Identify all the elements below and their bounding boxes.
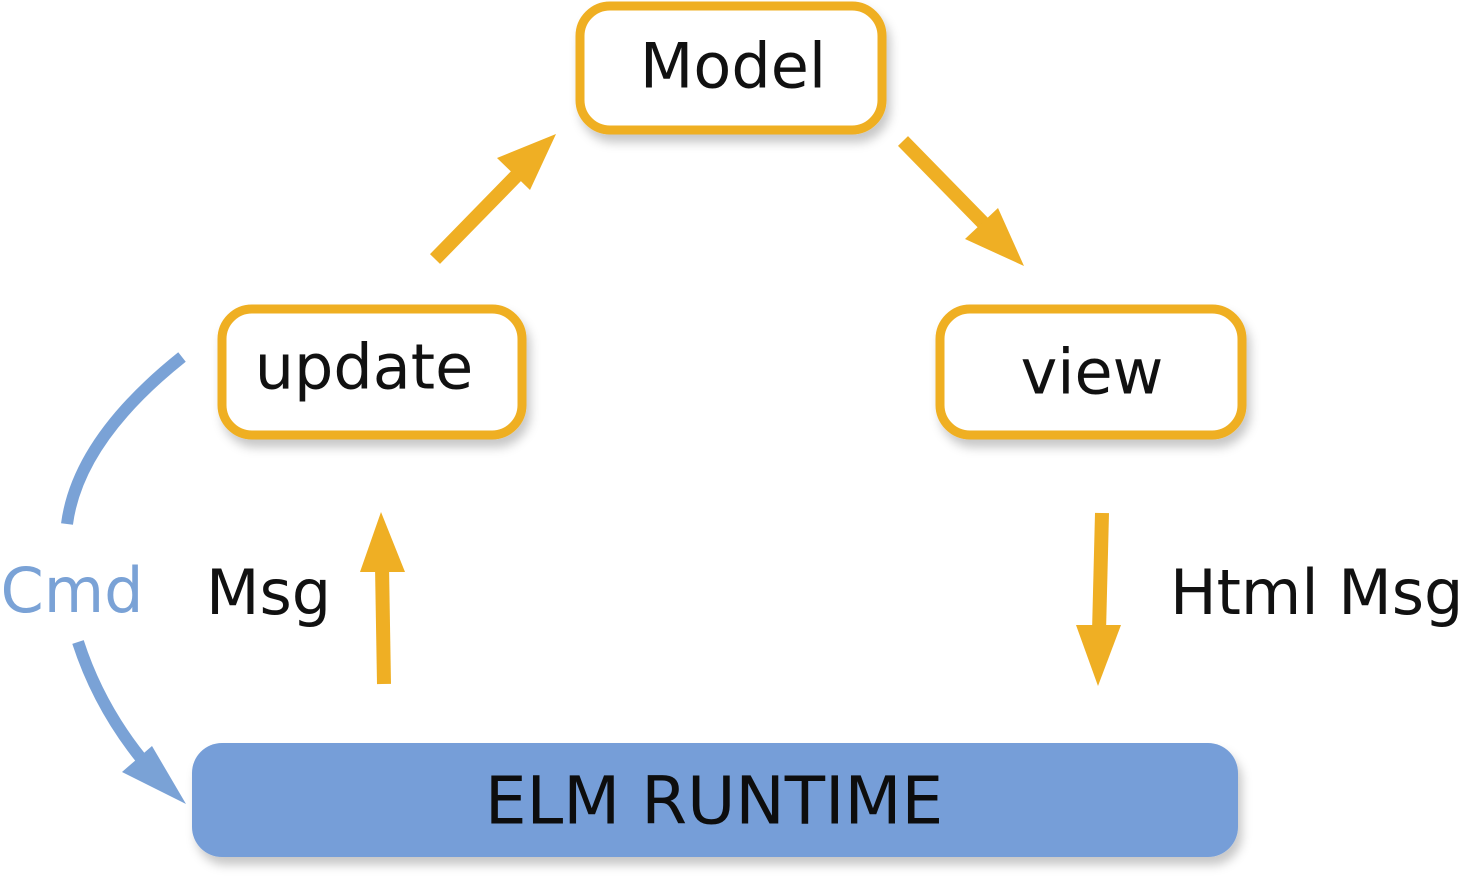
- html-msg-label: Html Msg: [1170, 556, 1463, 629]
- cmd-label: Cmd: [0, 554, 143, 627]
- msg-label: Msg: [206, 556, 331, 629]
- elm-runtime-bar: [192, 743, 1238, 857]
- view-node: [935, 304, 1247, 440]
- view-to-runtime-arrow: [1076, 512, 1121, 686]
- update-node: [217, 304, 527, 440]
- model-to-view-arrow: [897, 136, 1024, 266]
- runtime-label: ELM RUNTIME: [485, 763, 943, 840]
- runtime-to-update-arrow: [360, 512, 405, 685]
- cmd-arc-arrow: [61, 352, 186, 804]
- update-to-model-arrow: [429, 134, 556, 264]
- update-label: update: [255, 331, 473, 404]
- view-label: view: [1021, 336, 1164, 409]
- model-node: [575, 1, 887, 135]
- model-label: Model: [640, 30, 826, 103]
